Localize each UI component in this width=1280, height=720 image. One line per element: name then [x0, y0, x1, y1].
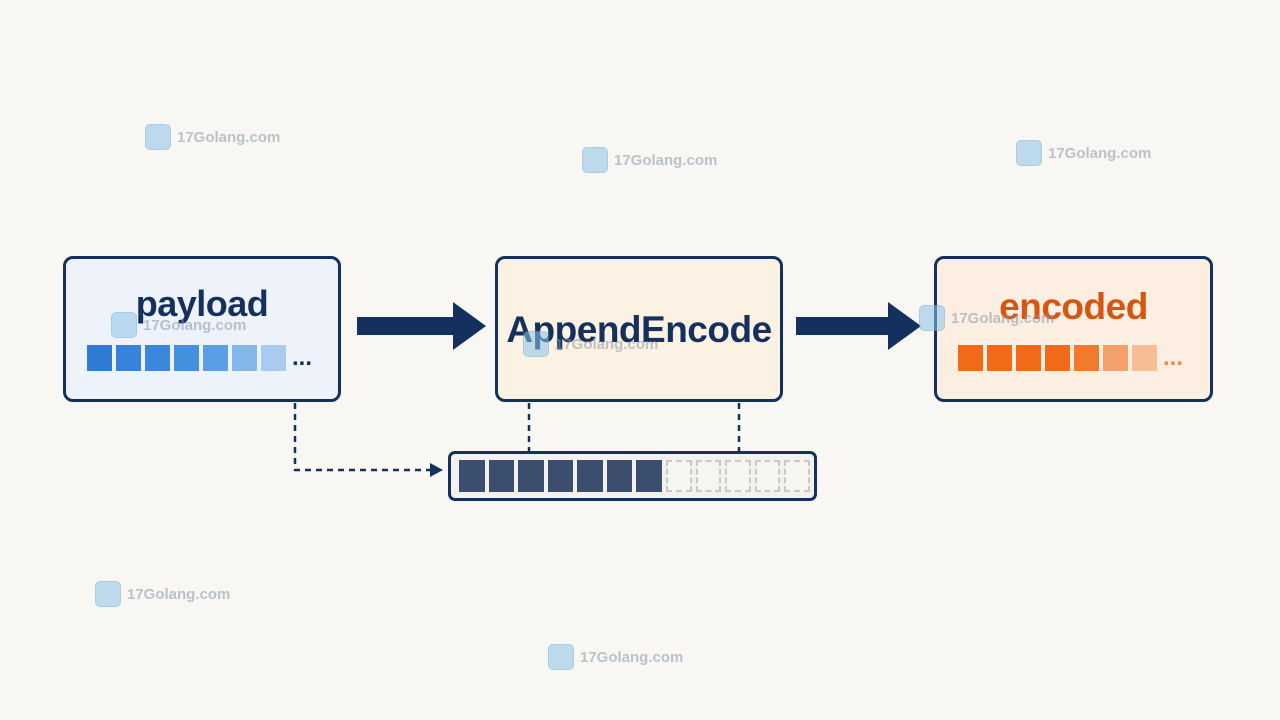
- watermark: 17Golang.com: [1016, 140, 1151, 166]
- buffer-filled-cell: [518, 460, 544, 492]
- dashed-links-append-to-buffer: [527, 403, 741, 451]
- payload-byte-cell: [145, 345, 170, 371]
- watermark-text: 17Golang.com: [614, 151, 718, 169]
- append-encode-box: AppendEncode: [495, 256, 783, 402]
- buffer-empty-cell: [665, 460, 692, 492]
- watermark-text: 17Golang.com: [1048, 144, 1152, 162]
- payload-byte-cell: [87, 345, 112, 371]
- watermark-logo-icon: [95, 581, 121, 607]
- buffer-filled-cell: [547, 460, 574, 492]
- watermark: 17Golang.com: [523, 331, 658, 357]
- watermark-text: 17Golang.com: [555, 335, 659, 353]
- watermark-text: 17Golang.com: [951, 309, 1055, 327]
- buffer-empty-cell: [754, 460, 781, 492]
- buffer-filled-cell: [488, 460, 515, 492]
- payload-ellipsis: ...: [292, 344, 313, 371]
- buffer-empty-cell: [784, 460, 811, 492]
- watermark-logo-icon: [548, 644, 574, 670]
- watermark: 17Golang.com: [582, 147, 717, 173]
- arrow-append-to-encoded: [796, 302, 921, 350]
- watermark-text: 17Golang.com: [580, 648, 684, 666]
- watermark: 17Golang.com: [111, 312, 246, 338]
- encoded-byte-cells: ...: [958, 345, 1183, 371]
- watermark: 17Golang.com: [919, 305, 1054, 331]
- encoded-byte-cell: [1045, 345, 1070, 371]
- encoded-label: encoded: [999, 286, 1148, 327]
- payload-byte-cell: [261, 345, 286, 371]
- payload-label: payload: [135, 283, 269, 324]
- encoded-box: encoded ...: [934, 256, 1213, 402]
- encoded-byte-cell: [1103, 345, 1128, 371]
- encoded-ellipsis: ...: [1163, 344, 1184, 371]
- watermark-logo-icon: [145, 124, 171, 150]
- destination-buffer: [448, 451, 817, 501]
- dashed-arrow-payload-to-buffer: [293, 403, 443, 477]
- arrow-payload-to-append: [357, 302, 486, 350]
- watermark: 17Golang.com: [145, 124, 280, 150]
- watermark-text: 17Golang.com: [143, 316, 247, 334]
- watermark-logo-icon: [919, 305, 945, 331]
- append-encode-label: AppendEncode: [506, 309, 772, 350]
- watermark-logo-icon: [523, 331, 549, 357]
- payload-byte-cell: [203, 345, 228, 371]
- encoded-byte-cell: [1074, 345, 1099, 371]
- watermark-text: 17Golang.com: [177, 128, 281, 146]
- encoded-byte-cell: [987, 345, 1012, 371]
- payload-byte-cell: [174, 345, 199, 371]
- payload-byte-cell: [232, 345, 257, 371]
- payload-byte-cell: [116, 345, 141, 371]
- buffer-filled-cell: [606, 460, 633, 492]
- buffer-filled-cell: [459, 460, 485, 492]
- buffer-empty-cell: [725, 460, 751, 492]
- watermark: 17Golang.com: [548, 644, 683, 670]
- watermark-text: 17Golang.com: [127, 585, 231, 603]
- buffer-filled-cell: [636, 460, 662, 492]
- watermark: 17Golang.com: [95, 581, 230, 607]
- encoded-byte-cell: [1132, 345, 1157, 371]
- encoded-byte-cell: [958, 345, 983, 371]
- payload-byte-cells: ...: [87, 345, 312, 371]
- watermark-logo-icon: [582, 147, 608, 173]
- payload-box: payload ...: [63, 256, 341, 402]
- watermark-logo-icon: [111, 312, 137, 338]
- watermark-logo-icon: [1016, 140, 1042, 166]
- buffer-empty-cell: [695, 460, 722, 492]
- encoded-byte-cell: [1016, 345, 1041, 371]
- buffer-filled-cell: [577, 460, 603, 492]
